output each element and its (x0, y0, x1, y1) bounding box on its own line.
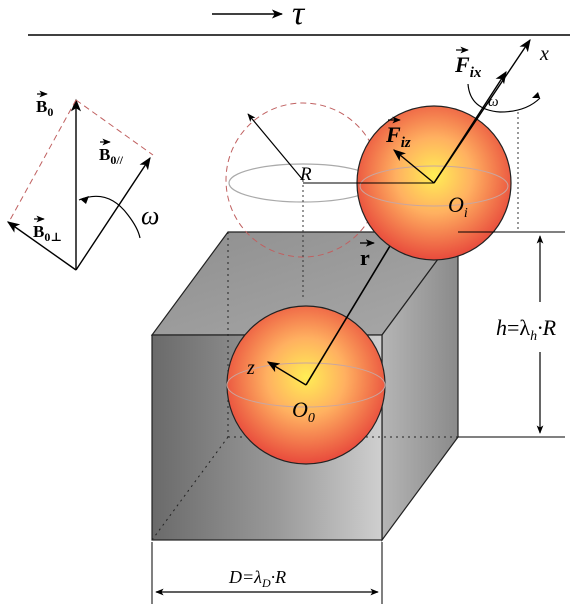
omega-top-label: ω (488, 94, 499, 110)
o0-label: O0 (292, 397, 315, 426)
top-right-annotations: Fix x ω (454, 43, 549, 230)
rotation-arc (467, 83, 541, 113)
sphere-oi-equator (359, 165, 509, 207)
dashed-guide-top (75, 99, 154, 156)
tau-label: τ (292, 0, 306, 32)
omega-arc (78, 195, 141, 239)
width-label: D=λD·R (228, 567, 286, 590)
b0-perp-vector (6, 221, 77, 271)
width-dimension: D=λD·R (151, 542, 383, 604)
z-axis-arrow (266, 361, 307, 386)
omega-arc-head (80, 196, 89, 204)
b0-parallel-vector (75, 156, 151, 271)
rotation-arc-head (532, 92, 540, 98)
height-dimension: h=λh·R (458, 231, 565, 438)
z-label: z (246, 357, 255, 379)
sphere-oi: Oi Fiz (303, 38, 531, 261)
fiz-vector (393, 149, 435, 184)
oi-label: Oi (448, 192, 468, 221)
radius-label: R (299, 164, 312, 185)
r-label: r (360, 245, 370, 270)
fiz-label: Fiz (385, 122, 411, 151)
tau-indicator: τ (212, 0, 306, 32)
b-field-diagram: B0 B0// B0⊥ ω (6, 90, 159, 271)
b0-label: B0 (36, 97, 53, 119)
ghost-sphere: R (225, 102, 381, 300)
radius-arrow (247, 113, 304, 181)
dashed-guide-left (9, 99, 77, 221)
x-label: x (539, 43, 549, 65)
fix-label: Fix (454, 52, 482, 81)
height-label: h=λh·R (496, 315, 557, 344)
sphere-o0-equator (226, 362, 386, 408)
omega-left-label: ω (141, 201, 159, 230)
b0-parallel-label: B0// (99, 145, 124, 167)
b0-perp-label: B0⊥ (33, 222, 62, 244)
fix-vector (433, 70, 507, 184)
